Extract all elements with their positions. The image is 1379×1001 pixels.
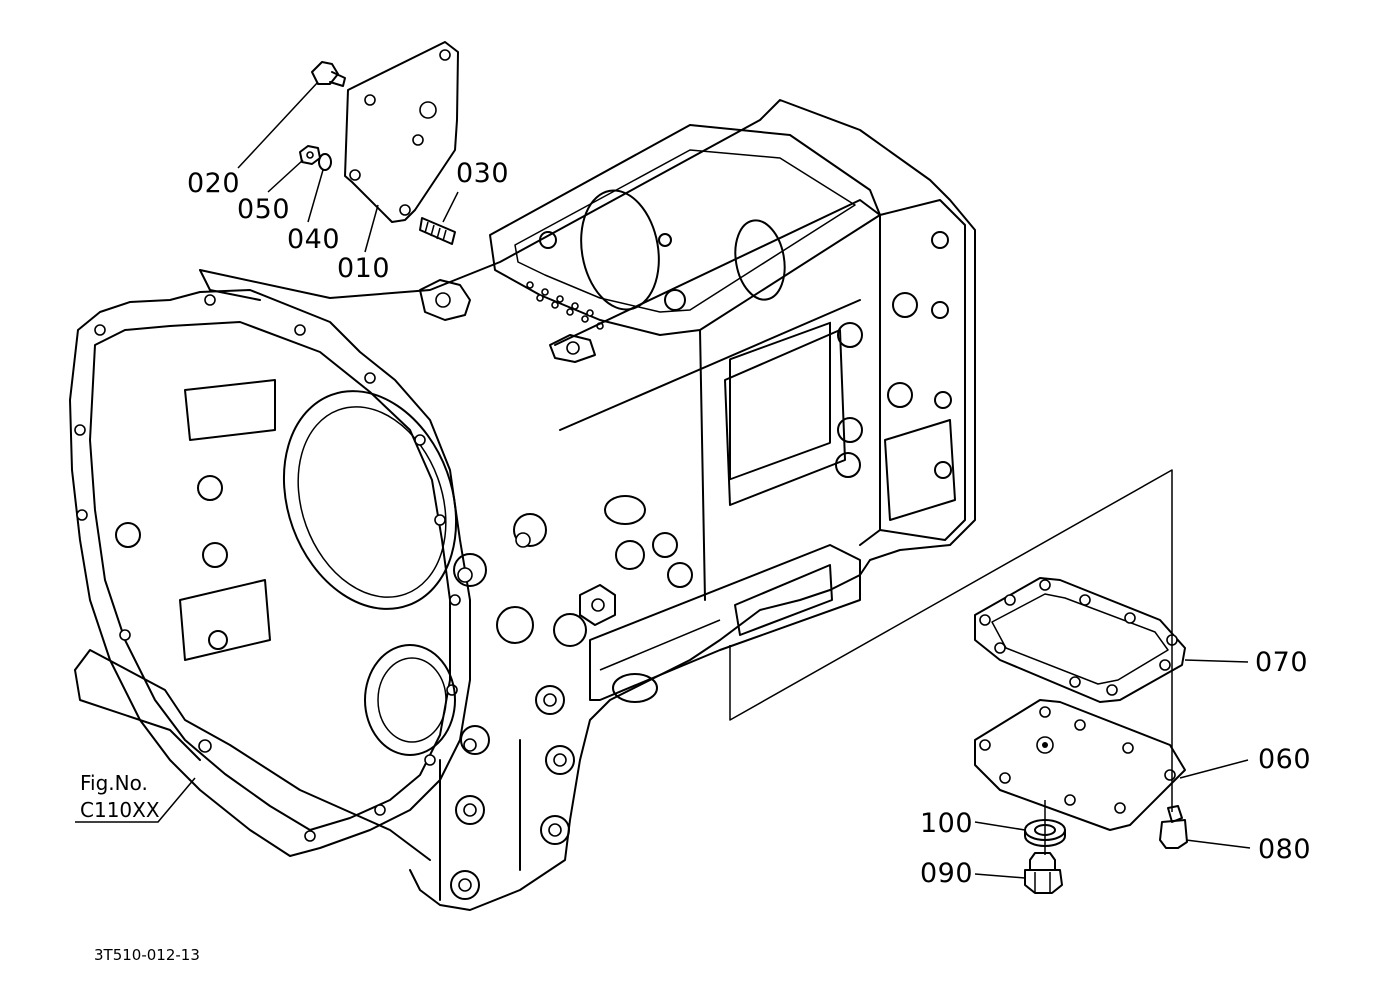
- label-100: 100: [920, 808, 974, 839]
- label-050: 050: [237, 194, 291, 225]
- drawing-code: 3T510-012-13: [94, 946, 200, 964]
- label-090: 090: [920, 858, 974, 889]
- label-040: 040: [287, 224, 341, 255]
- transmission-case: [69, 99, 976, 911]
- plug-090: [1024, 852, 1063, 894]
- label-010: 010: [337, 253, 391, 284]
- bolt-020: [311, 61, 346, 87]
- figure-ref-title: Fig.No.: [80, 771, 148, 795]
- assembly-guide-lines: [729, 469, 1173, 855]
- flange-bolt-holes: [74, 294, 461, 842]
- label-070: 070: [1255, 647, 1309, 678]
- bolt-080: [1159, 805, 1188, 849]
- label-060: 060: [1258, 744, 1312, 775]
- label-030: 030: [456, 158, 510, 189]
- gasket-070: [974, 577, 1186, 703]
- label-020: 020: [187, 168, 241, 199]
- label-080: 080: [1258, 834, 1312, 865]
- top-hole-grid: [526, 281, 604, 330]
- washer-040: [318, 153, 332, 171]
- stud-030: [419, 217, 456, 245]
- leader-lines: [75, 81, 1251, 879]
- top-cover-plate: [344, 41, 459, 223]
- figure-ref-number: C110XX: [80, 798, 160, 822]
- cover-plate-060: [974, 699, 1186, 831]
- nut-050: [299, 145, 321, 165]
